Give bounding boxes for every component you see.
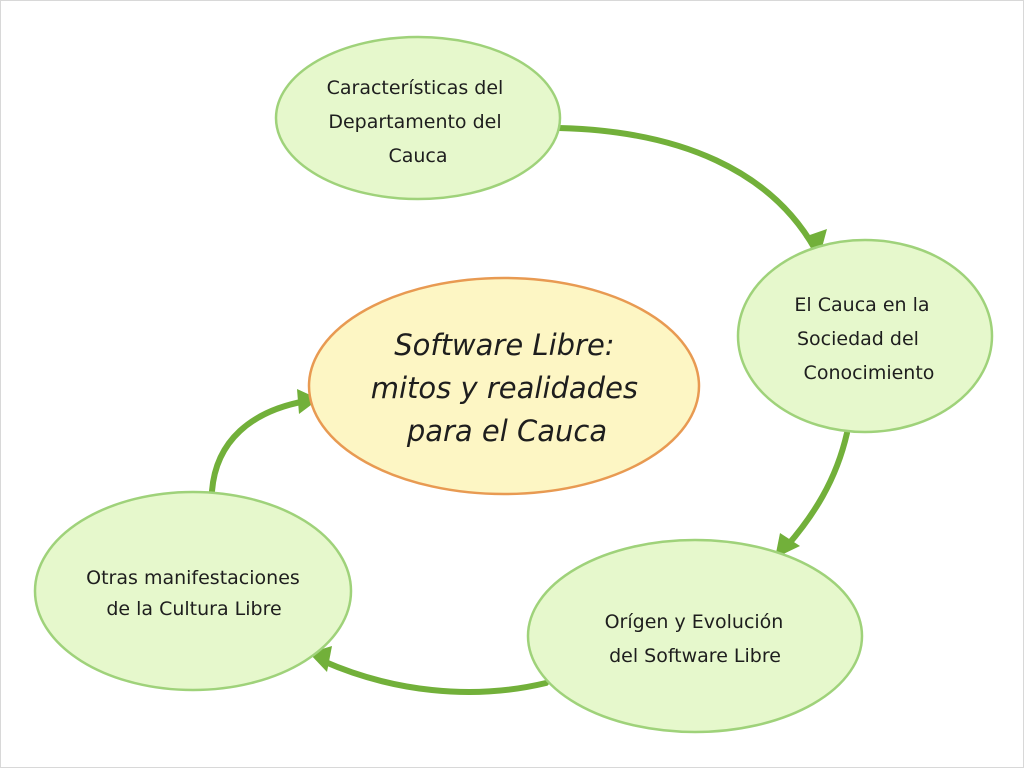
arrow-origen-to-cultura xyxy=(320,658,549,695)
node-origen-line-2: del Software Libre xyxy=(609,645,781,667)
arrow-cultura-to-center xyxy=(209,398,309,494)
node-sociedad-line-3: Conocimiento xyxy=(804,362,935,384)
node-sociedad-line-1: El Cauca en la xyxy=(794,294,929,316)
node-sociedad: El Cauca en la Sociedad del Conocimiento xyxy=(736,238,994,434)
node-origen: Orígen y Evolución del Software Libre xyxy=(526,538,864,734)
center-title-line-3: para el Cauca xyxy=(406,414,607,448)
node-center: Software Libre: mitos y realidades para … xyxy=(307,276,701,496)
node-origen-shape xyxy=(526,538,864,734)
node-caracteristicas-line-2: Departamento del xyxy=(328,111,501,133)
center-title-line-1: Software Libre: xyxy=(394,328,614,362)
svg-text:Otras manifestaciones: Otras manifestaciones de la Cultura Libr… xyxy=(86,567,306,620)
svg-text:Orígen y Evolución del: Orígen y Evolución del Software Libre xyxy=(605,611,790,667)
node-center-shape xyxy=(307,276,701,496)
node-cultura: Otras manifestaciones de la Cultura Libr… xyxy=(33,490,353,692)
svg-text:El Cauca en la Socieda: El Cauca en la Sociedad del Conocimiento xyxy=(794,294,935,384)
node-sociedad-shape xyxy=(736,238,994,434)
center-title-line-2: mitos y realidades xyxy=(371,371,638,405)
node-cultura-shape xyxy=(33,490,353,692)
node-cultura-line-2: de la Cultura Libre xyxy=(106,598,281,620)
arrowhead-cultura-to-center xyxy=(297,389,319,414)
arrow-sociedad-to-origen xyxy=(784,430,850,549)
node-cultura-line-1: Otras manifestaciones xyxy=(86,567,300,589)
node-caracteristicas-line-3: Cauca xyxy=(388,145,447,167)
node-origen-line-1: Orígen y Evolución xyxy=(605,611,784,633)
arrowhead-sociedad-to-origen xyxy=(775,533,800,558)
svg-text:Software Libre: mitos: Software Libre: mitos y realidades para … xyxy=(371,328,648,448)
svg-text:Características del De: Características del Departamento del Cau… xyxy=(327,77,510,167)
node-caracteristicas-shape xyxy=(274,35,562,201)
node-caracteristicas: Características del Departamento del Cau… xyxy=(274,35,562,201)
node-sociedad-line-2: Sociedad del xyxy=(797,328,919,350)
arrow-caracteristicas-to-sociedad xyxy=(556,125,818,252)
node-caracteristicas-line-1: Características del xyxy=(327,77,504,99)
